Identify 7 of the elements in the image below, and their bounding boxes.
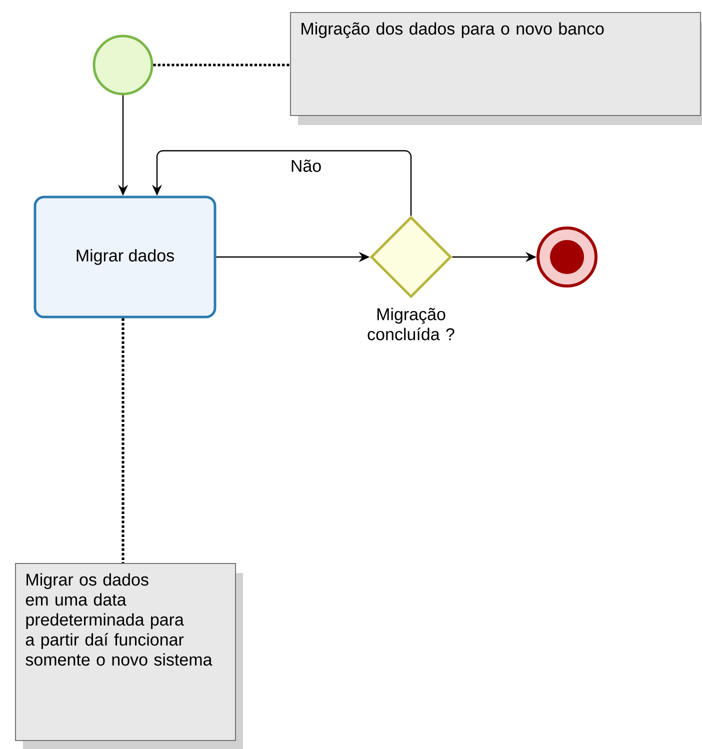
- start-event: [92, 34, 154, 96]
- edge-label: Não: [289, 158, 323, 173]
- annotation-box: Migração dos dados para o novo banco: [290, 12, 702, 125]
- task-box: Migrar dados: [34, 196, 216, 318]
- gateway-label: Migração concluída ?: [368, 308, 454, 340]
- end-event: [536, 226, 598, 288]
- annotation-box: Migrar os dados em uma data predeterminada para a partir daí funcionar somente o novo sistema: [15, 563, 243, 749]
